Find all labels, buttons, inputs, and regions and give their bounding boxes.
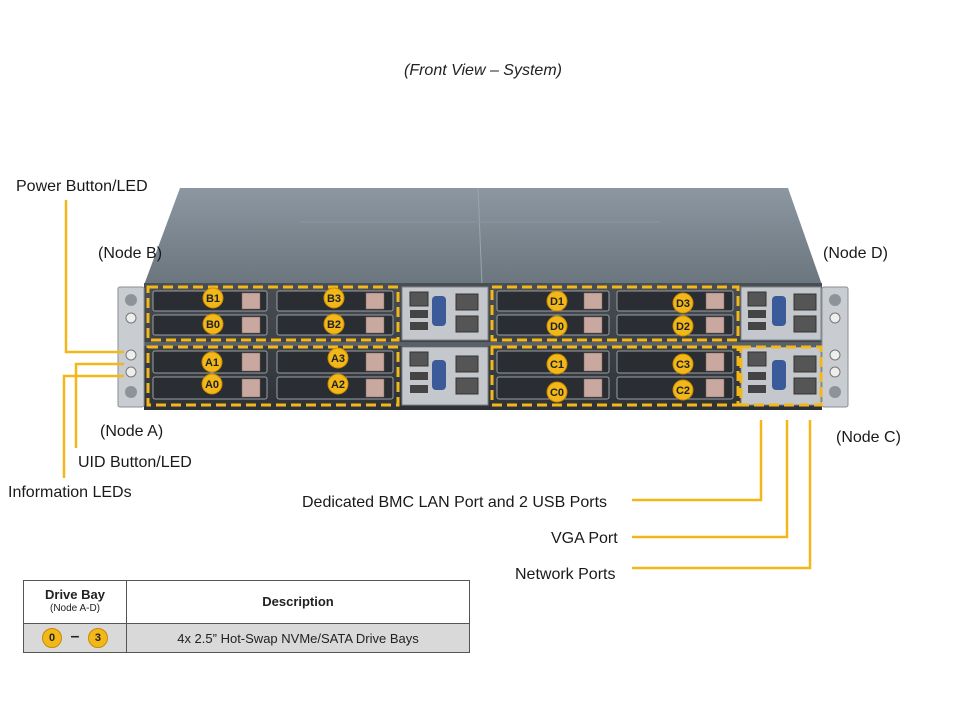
svg-text:D0: D0 xyxy=(550,321,564,333)
leader-info-leds xyxy=(62,374,124,478)
legend-col1-sub: (Node A-D) xyxy=(49,603,100,614)
bay-markers: B1 B3 B0 B2 A1 A3 A0 A2 D1 D3 D0 D2 C1 C… xyxy=(201,287,694,403)
bay-marker-b0: B0 xyxy=(202,313,224,335)
leader-uid-button xyxy=(74,362,124,448)
svg-text:A2: A2 xyxy=(331,379,345,391)
bay-marker-c2: C2 xyxy=(672,379,694,401)
bay-marker-d0: D0 xyxy=(546,315,568,337)
bay-marker-c0: C0 xyxy=(546,381,568,403)
svg-text:B0: B0 xyxy=(206,319,220,331)
svg-text:A0: A0 xyxy=(205,379,219,391)
bay-marker-a0: A0 xyxy=(201,373,223,395)
figure-caption: (Front View – System) xyxy=(404,62,562,79)
node-d-drive-cage xyxy=(490,285,740,342)
legend-col1-title: Drive Bay xyxy=(45,587,105,602)
svg-text:B3: B3 xyxy=(327,293,341,305)
label-vga-port: VGA Port xyxy=(551,530,618,547)
svg-text:A1: A1 xyxy=(205,357,219,369)
node-b-drive-cage xyxy=(146,285,400,342)
legend-range-end: 3 xyxy=(87,628,108,648)
leader-vga xyxy=(632,420,789,539)
legend-data-row: 0 – 3 4x 2.5” Hot-Swap NVMe/SATA Drive B… xyxy=(23,623,470,653)
bay-marker-c3: C3 xyxy=(672,353,694,375)
node-b-io-panel xyxy=(401,286,489,341)
label-power-button: Power Button/LED xyxy=(16,178,148,195)
bay-marker-d3: D3 xyxy=(672,292,694,314)
label-node-b: (Node B) xyxy=(98,245,163,262)
legend-col-drive-bay: Drive Bay (Node A-D) xyxy=(23,580,127,624)
label-bmc-lan: Dedicated BMC LAN Port and 2 USB Ports xyxy=(302,494,608,511)
node-c-drive-cage xyxy=(490,345,740,407)
leader-bmc-lan xyxy=(632,420,763,502)
label-uid-button: UID Button/LED xyxy=(78,454,192,471)
bay-marker-b2: B2 xyxy=(323,313,345,335)
label-node-d: (Node D) xyxy=(823,245,888,262)
leader-lines xyxy=(62,200,812,570)
svg-text:B1: B1 xyxy=(206,293,220,305)
legend-row-description: 4x 2.5” Hot-Swap NVMe/SATA Drive Bays xyxy=(126,623,470,653)
legend-table: Drive Bay (Node A-D) Description 0 – 3 4… xyxy=(23,580,470,653)
bay-marker-b1: B1 xyxy=(202,287,224,309)
node-d-io-panel xyxy=(740,286,822,341)
bay-marker-a3: A3 xyxy=(327,347,349,369)
node-a-io-panel xyxy=(401,346,489,406)
node-c-io-panel xyxy=(740,346,822,406)
legend-range-cell: 0 – 3 xyxy=(23,623,127,653)
bay-marker-a2: A2 xyxy=(327,373,349,395)
label-network-ports: Network Ports xyxy=(515,566,616,583)
label-node-a: (Node A) xyxy=(100,423,164,440)
bay-marker-d2: D2 xyxy=(672,315,694,337)
bay-marker-c1: C1 xyxy=(546,353,568,375)
legend-col-description: Description xyxy=(126,580,470,624)
svg-text:C0: C0 xyxy=(550,387,564,399)
leader-network xyxy=(632,420,812,570)
legend-range-start: 0 xyxy=(42,628,63,648)
legend-header-row: Drive Bay (Node A-D) Description xyxy=(23,580,470,624)
label-info-leds: Information LEDs xyxy=(8,484,132,501)
leader-power-button xyxy=(64,200,124,354)
svg-text:D3: D3 xyxy=(676,298,690,310)
chassis-top xyxy=(144,188,822,285)
bay-marker-a1: A1 xyxy=(201,351,223,373)
svg-text:A3: A3 xyxy=(331,353,345,365)
svg-text:D1: D1 xyxy=(550,296,564,308)
svg-text:D2: D2 xyxy=(676,321,690,333)
node-a-drive-cage xyxy=(146,345,400,407)
bay-marker-b3: B3 xyxy=(323,287,345,309)
svg-text:B2: B2 xyxy=(327,319,341,331)
left-rack-ear xyxy=(117,286,145,408)
label-node-c: (Node C) xyxy=(836,429,901,446)
svg-text:C3: C3 xyxy=(676,359,690,371)
legend-range-sep: – xyxy=(70,628,80,645)
svg-text:C1: C1 xyxy=(550,359,564,371)
svg-text:C2: C2 xyxy=(676,385,690,397)
bay-marker-d1: D1 xyxy=(546,290,568,312)
